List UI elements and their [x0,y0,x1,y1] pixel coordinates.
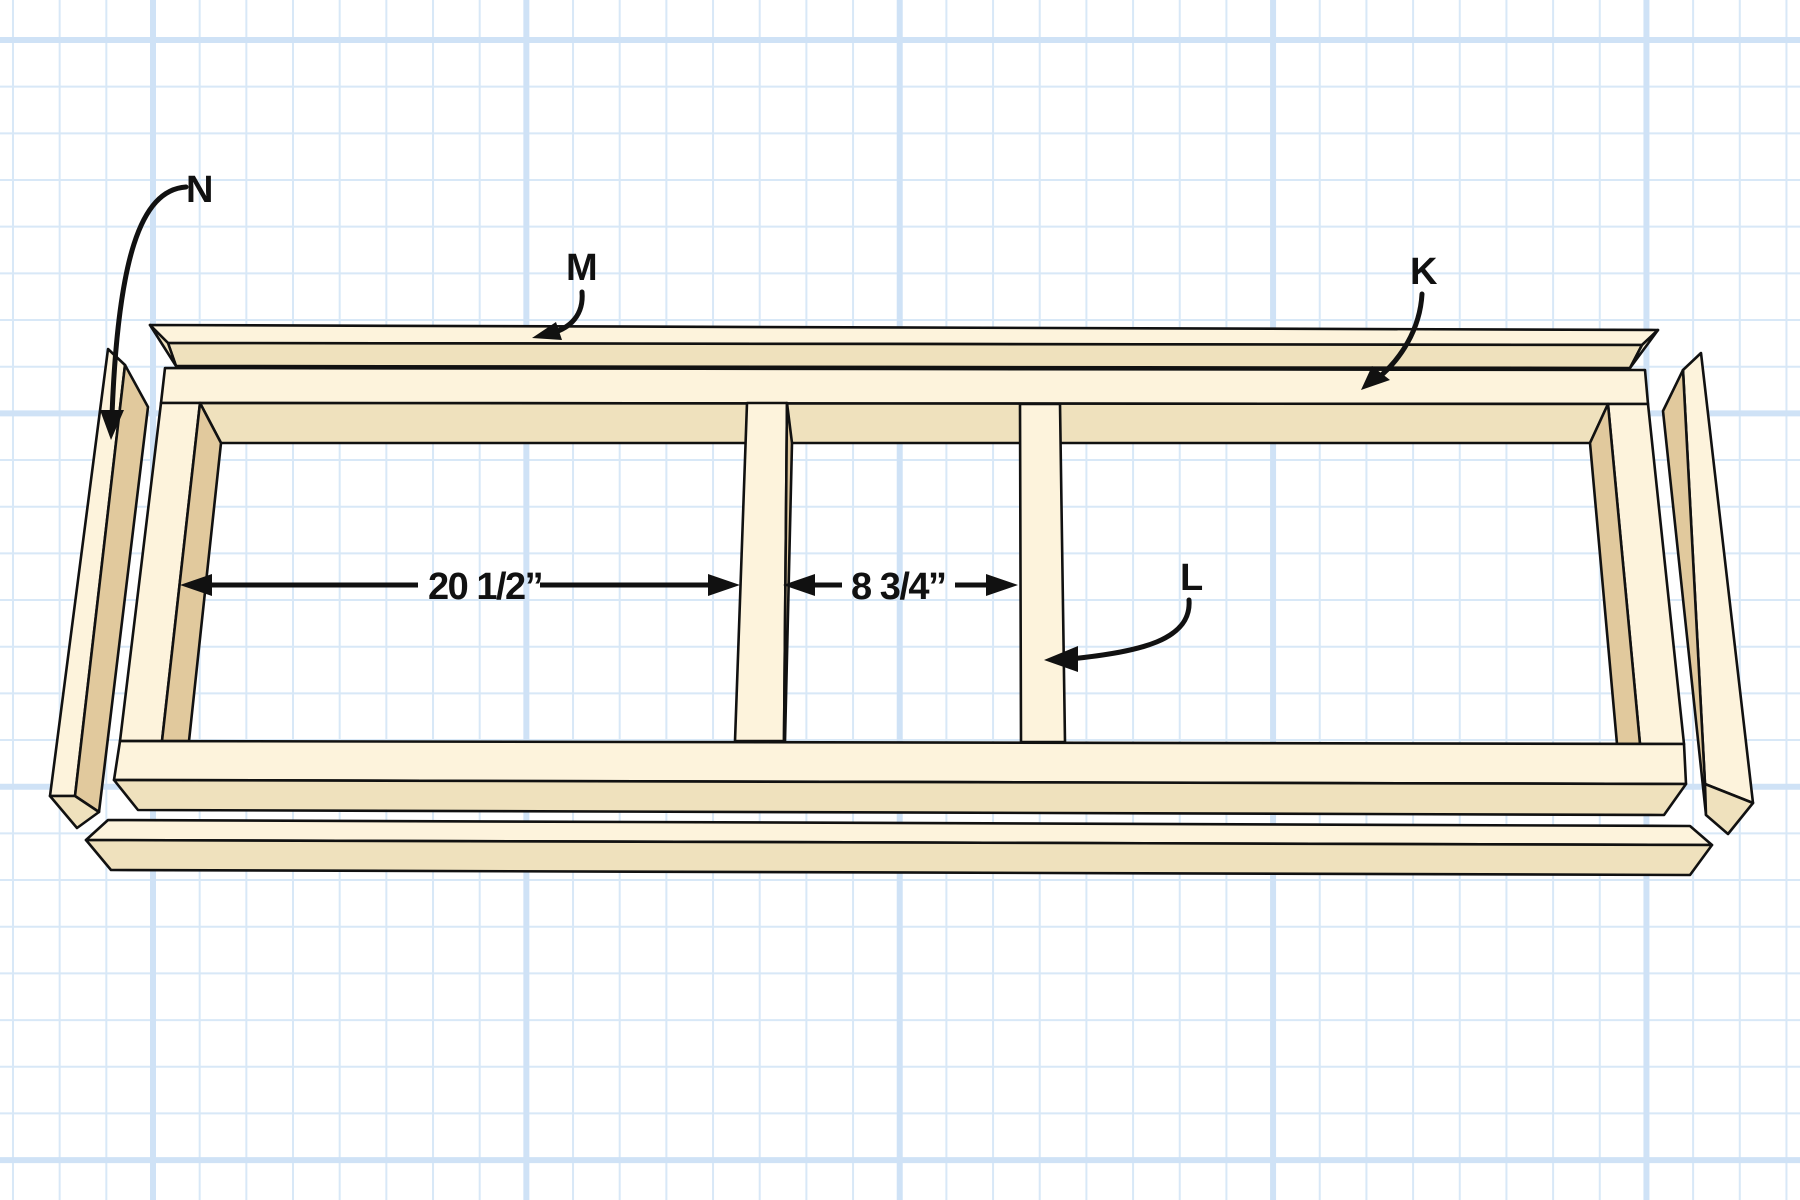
dimension-label-8-3-4: 8 3/4” [851,566,946,608]
frame-front-rail [112,739,1688,817]
callout-l: L [1044,557,1204,672]
callout-k: K [1361,251,1439,390]
dimension-middle-bay: 8 3/4” [783,566,1018,608]
part-m-bottom-trim [84,818,1714,877]
part-n-left-trim [48,347,150,830]
part-l-divider-2 [1018,402,1067,744]
callout-m: M [532,247,598,340]
callout-n: N [100,169,213,440]
label-k: K [1410,251,1438,293]
dimension-label-20-1-2: 20 1/2” [428,566,542,608]
part-l-divider-1 [733,401,794,743]
label-l: L [1180,557,1203,599]
label-n: N [186,169,212,211]
label-m: M [566,247,597,289]
part-k-back-rail [159,366,1650,445]
part-m-top-trim [148,323,1660,370]
part-n-right-trim [1661,351,1755,836]
dimension-left-bay: 20 1/2” [180,566,740,608]
